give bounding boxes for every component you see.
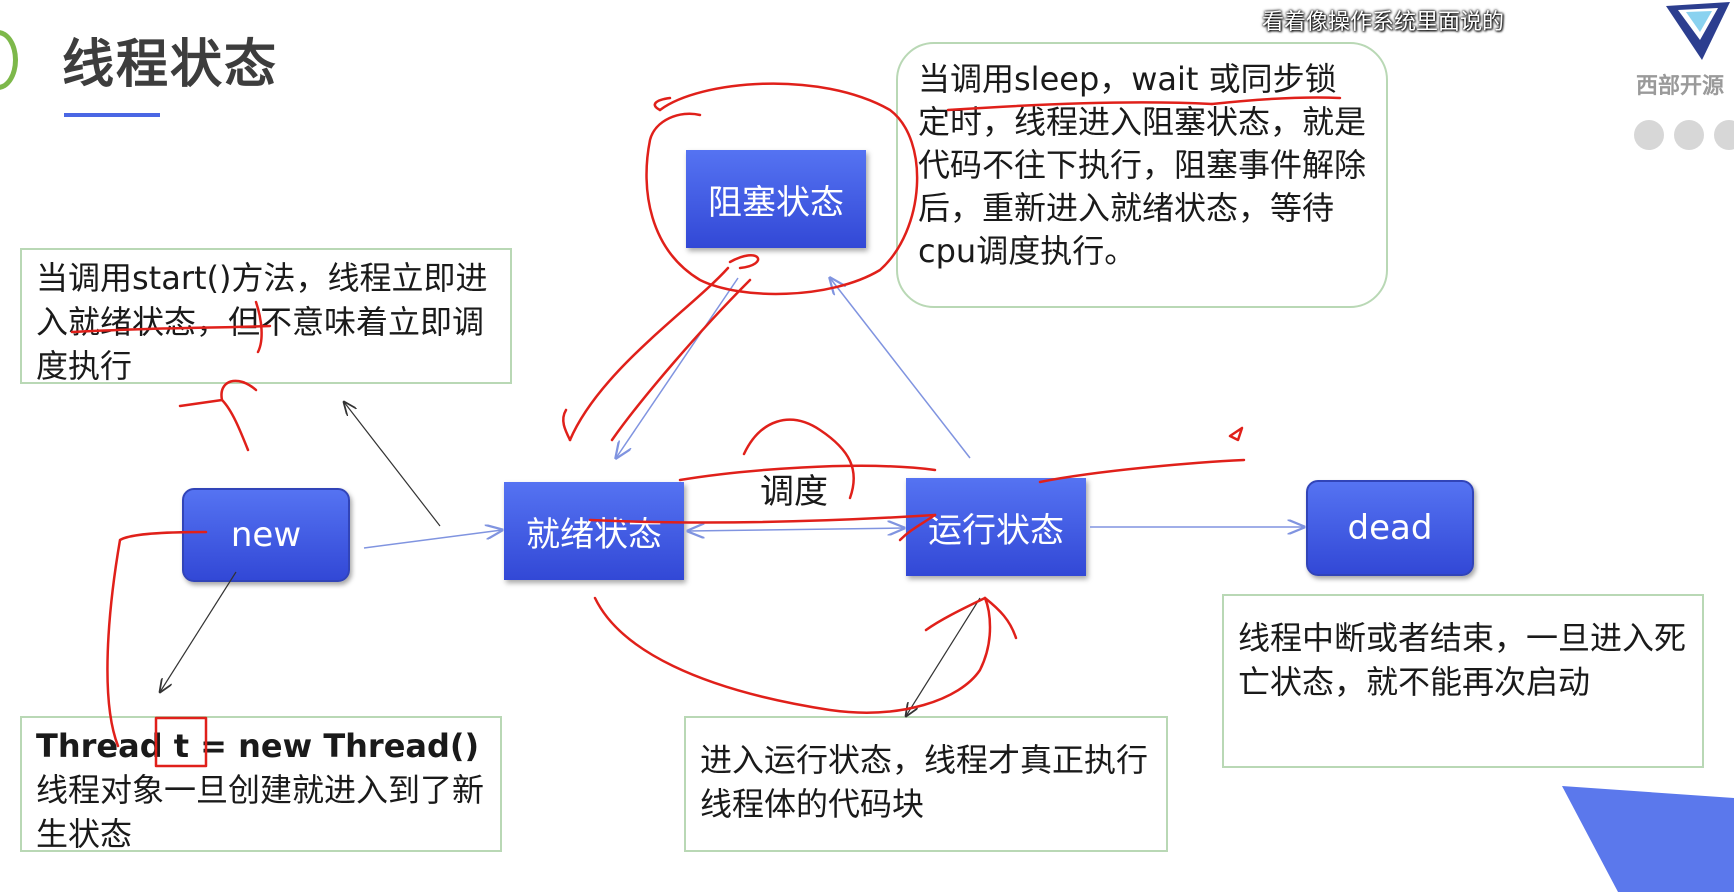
state-ready[interactable]: 就绪状态 [504,482,684,580]
note-blocked: 当调用sleep，wait 或同步锁定时，线程进入阻塞状态，就是代码不往下执行，… [896,42,1388,308]
state-dead[interactable]: dead [1306,480,1474,576]
corner-decoration [1562,786,1734,892]
note-start: 当调用start()方法，线程立即进入就绪状态，但不意味着立即调度执行 [20,248,512,385]
nav-dot[interactable] [1674,120,1704,150]
state-blocked[interactable]: 阻塞状态 [686,150,866,248]
page-title: 线程状态 [62,35,279,95]
nav-dot[interactable] [1634,120,1664,150]
arrow-ready-running [688,528,904,531]
note-new-code: Thread t = new Thread() [36,727,480,765]
note-new-desc: 线程对象一旦创建就进入到了新生状态 [36,771,485,853]
note-running: 进入运行状态，线程才真正执行线程体的代码块 [684,716,1168,852]
state-running[interactable]: 运行状态 [906,478,1086,576]
state-new[interactable]: new [182,488,350,582]
triangle-logo-icon [1666,2,1730,60]
pointer-to-running-note [906,597,981,716]
edge-label-schedule: 调度 [760,472,828,512]
nav-dot[interactable] [1714,120,1734,150]
logo-text: 西部开源 [1636,74,1725,99]
arrow-new-to-ready [363,530,502,549]
pointer-to-new-note [160,571,237,692]
arrow-blocked-to-ready [616,277,739,458]
title-underline [64,113,160,117]
subtitle-caption: 看着像操作系统里面说的 [1261,10,1504,35]
slide-accent-arc [0,30,18,90]
pointer-to-start-note [344,402,441,527]
note-dead: 线程中断或者结束，一旦进入死亡状态，就不能再次启动 [1222,594,1704,768]
note-new: Thread t = new Thread() 线程对象一旦创建就进入到了新生状… [20,716,502,853]
